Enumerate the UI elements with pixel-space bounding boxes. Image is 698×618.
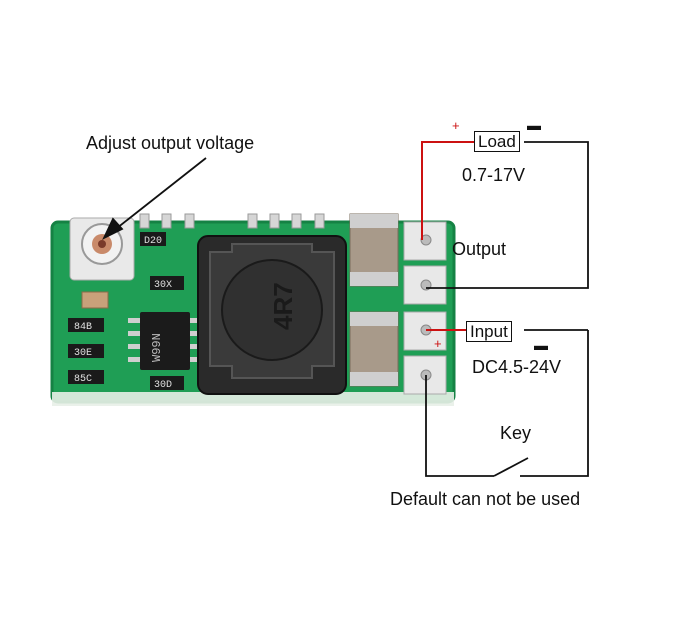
inductor [197,235,347,395]
load-minus-sign: ▬ [527,117,541,133]
output-label: Output [452,239,507,259]
potentiometer-trimmer [69,217,135,281]
smd-label-84b: 84B [74,322,92,333]
input-label: Input [466,321,512,342]
capacitor-input [349,311,399,387]
key-label: Key [500,423,532,443]
wire-load-negative [426,141,589,289]
capacitor-output [349,213,399,287]
input-plus-sign: + [434,336,442,351]
smd-label-85c: 85C [74,374,92,385]
ic-marking: W99N [150,333,164,362]
wire-key-circuit [425,330,589,477]
terminal-pads [403,221,447,395]
smd-label-30d: 30D [154,380,172,391]
input-voltage-range: DC4.5-24V [472,357,562,377]
input-minus-sign: ▬ [534,337,548,353]
load-label: Load [474,131,520,152]
default-note: Default can not be used [390,489,581,509]
smd-label-d20: D20 [144,236,162,247]
smd-components [68,232,184,390]
smd-label-30x: 30X [154,280,172,291]
wire-load-positive [421,141,474,240]
ic-chip [128,312,202,370]
load-plus-sign: + [452,118,460,133]
load-voltage-range: 0.7-17V [462,165,526,185]
adjust-output-label: Adjust output voltage [86,133,255,153]
inductor-marking: 4R7 [268,282,298,330]
adjust-arrow [102,157,207,240]
smd-label-30e: 30E [74,348,92,359]
